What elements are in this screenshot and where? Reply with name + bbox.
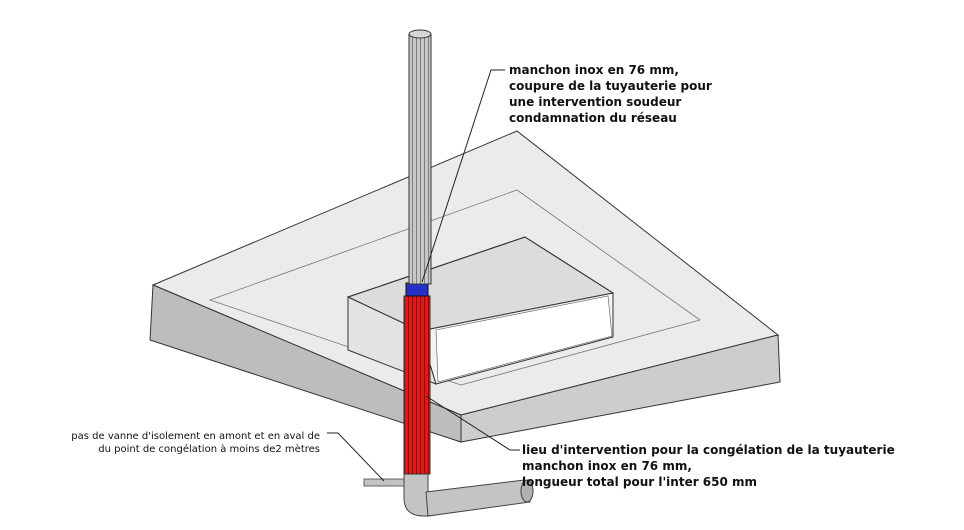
pit-floor [435, 295, 613, 383]
pipe-end-cap [520, 479, 534, 503]
vertical-pipe-top-cap [408, 29, 432, 39]
bottom-pipe [363, 469, 534, 517]
frozen-pipe-section [403, 295, 431, 475]
annotation-line: lieu d'intervention pour la congélation … [522, 443, 895, 457]
leader-top [421, 69, 505, 283]
annotation-line: manchon inox en 76 mm, [522, 459, 692, 473]
annotation-line: du point de congélation à moins de2 mètr… [98, 444, 320, 455]
annotation-line: coupure de la tuyauterie pour [509, 79, 712, 93]
leader-left [327, 432, 385, 482]
leader-bottom [425, 395, 520, 451]
annotation-line: condamnation du réseau [509, 111, 677, 125]
annotation-no-valve: pas de vanne d'isolement en amont et en … [40, 430, 320, 456]
annotation-freeze-point: lieu d'intervention pour la congélation … [522, 442, 895, 490]
slab-front-face [460, 334, 781, 443]
annotation-line: une intervention soudeur [509, 95, 682, 109]
horizontal-pipe [425, 479, 531, 517]
stainless-sleeve [405, 282, 429, 297]
annotation-line: longueur total pour l'inter 650 mm [522, 475, 758, 489]
small-side-pipe [363, 478, 407, 487]
annotation-sleeve-cut: manchon inox en 76 mm, coupure de la tuy… [509, 62, 712, 126]
vertical-pipe [408, 29, 432, 285]
annotation-line: pas de vanne d'isolement en amont et en … [71, 431, 320, 442]
leader-lines [327, 69, 520, 482]
annotation-line: manchon inox en 76 mm, [509, 63, 679, 77]
vertical-pipe-body [408, 33, 432, 285]
